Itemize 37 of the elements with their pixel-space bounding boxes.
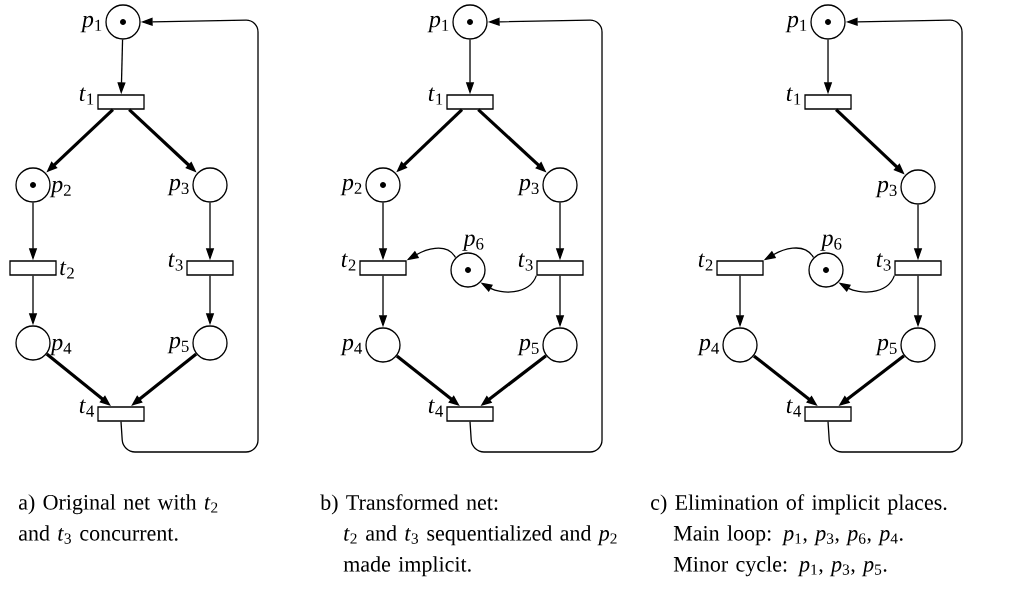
node-label: p$_{1}$: [80, 15, 102, 33]
node-label: t$_{1}$: [79, 87, 94, 105]
node-label: t$_{3}$: [876, 253, 891, 271]
node-label: p$_{6}$: [462, 234, 484, 251]
node-label: t$_{3}$: [168, 253, 183, 271]
node-label: t$_{3}$: [518, 253, 533, 271]
node-label: p$_{1}$: [785, 15, 807, 33]
arrow: [827, 17, 963, 453]
node-label: p$_{4}$: [49, 338, 72, 356]
caption: b) Transformed net:: [320, 494, 498, 515]
node-label: p$_{5}$: [167, 336, 189, 354]
caption: a) Original net with t$_{2}$ and t$_{3}$ concurrent.: [18, 494, 218, 544]
node-label: p$_{1}$: [427, 15, 449, 33]
caption: c) Elimination of implicit places.: [651, 494, 947, 515]
caption: Minor cycle: p$_{1}$, p$_{3}$, p$_{5}$.: [673, 556, 887, 577]
node-label: t$_{4}$: [786, 399, 802, 417]
node-label: t$_{1}$: [428, 87, 443, 105]
arrow: [120, 17, 259, 453]
arrow: [469, 17, 603, 453]
node-label: p$_{3}$: [517, 178, 539, 196]
node-label: p$_{2}$: [49, 180, 71, 198]
node-label: p$_{2}$: [340, 178, 362, 196]
node-label: t$_{2}$: [60, 261, 74, 279]
node-label: p$_{4}$: [340, 338, 363, 356]
node-label: p$_{4}$: [697, 338, 720, 356]
node-label: p$_{3}$: [167, 178, 189, 196]
caption: Main loop: p$_{1}$, p$_{3}$, p$_{6}$, p$_{4}$.: [673, 525, 903, 546]
node-label: p$_{6}$: [820, 234, 842, 251]
node-label: t$_{1}$: [786, 87, 801, 105]
node-label: p$_{3}$: [875, 180, 897, 198]
node-label: t$_{2}$: [341, 253, 356, 271]
node-label: t$_{2}$: [698, 253, 713, 271]
node-label: p$_{5}$: [517, 338, 539, 356]
caption: t$_{2}$ and t$_{3}$ sequentialized and p$_{2}$ made implicit.: [343, 525, 617, 577]
node-label: t$_{4}$: [79, 399, 95, 417]
node-label: p$_{5}$: [875, 338, 897, 356]
node-label: t$_{4}$: [428, 399, 444, 417]
